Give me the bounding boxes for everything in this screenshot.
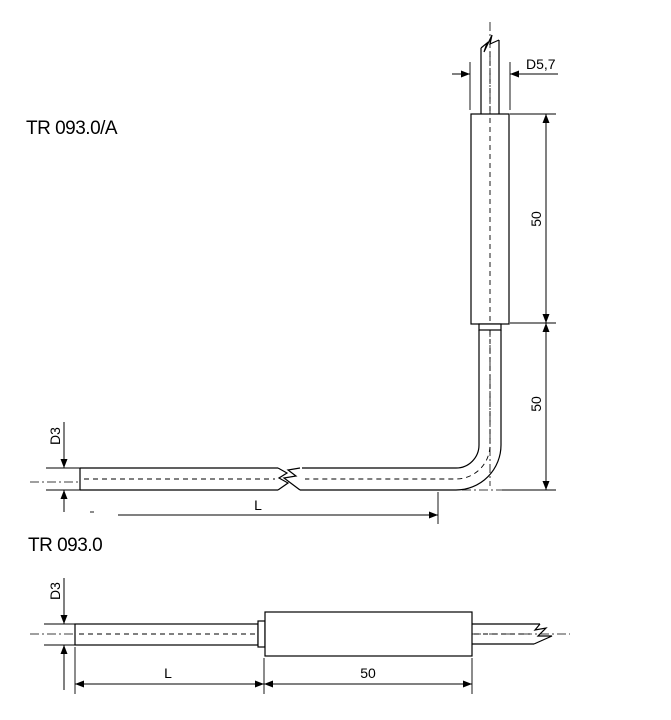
dimension-d3-bottom: D3 [44,578,75,690]
label-d3-top: D3 [47,427,63,445]
bent-tube [300,330,502,491]
label-50-bottom: 50 [360,665,376,681]
label-d3-bottom: D3 [47,582,63,600]
collar-bottom [257,620,266,648]
title-top: TR 093.0/A [26,118,118,139]
label-sleeve-50: 50 [528,211,544,227]
label-l-bottom: L [164,665,172,681]
drawing-tr-093-0: TR 093.0 D3 [28,535,570,694]
tube-bottom [74,623,259,646]
dimension-bend-50: 50 [502,323,556,491]
sleeve-bottom [264,611,473,657]
dimension-l-bottom: L [74,647,265,694]
dimension-d3-top: D3 [46,422,80,512]
drawing-tr-093-0-a: TR 093.0/A [26,22,558,524]
collar-top [478,323,502,331]
dimension-d57: D5,7 [452,56,558,110]
label-bend-50: 50 [528,396,544,412]
dimension-l-top: L [90,492,439,524]
cable-top [480,34,500,114]
cable-bottom [472,623,553,645]
tube-straight-top [79,467,278,491]
label-l-top: L [254,497,262,513]
title-bottom: TR 093.0 [28,535,102,556]
dimension-50-bottom: 50 [264,658,473,694]
tube-break-top [277,467,301,491]
dimension-sleeve-50: 50 [510,113,556,324]
label-d57: D5,7 [526,56,556,72]
